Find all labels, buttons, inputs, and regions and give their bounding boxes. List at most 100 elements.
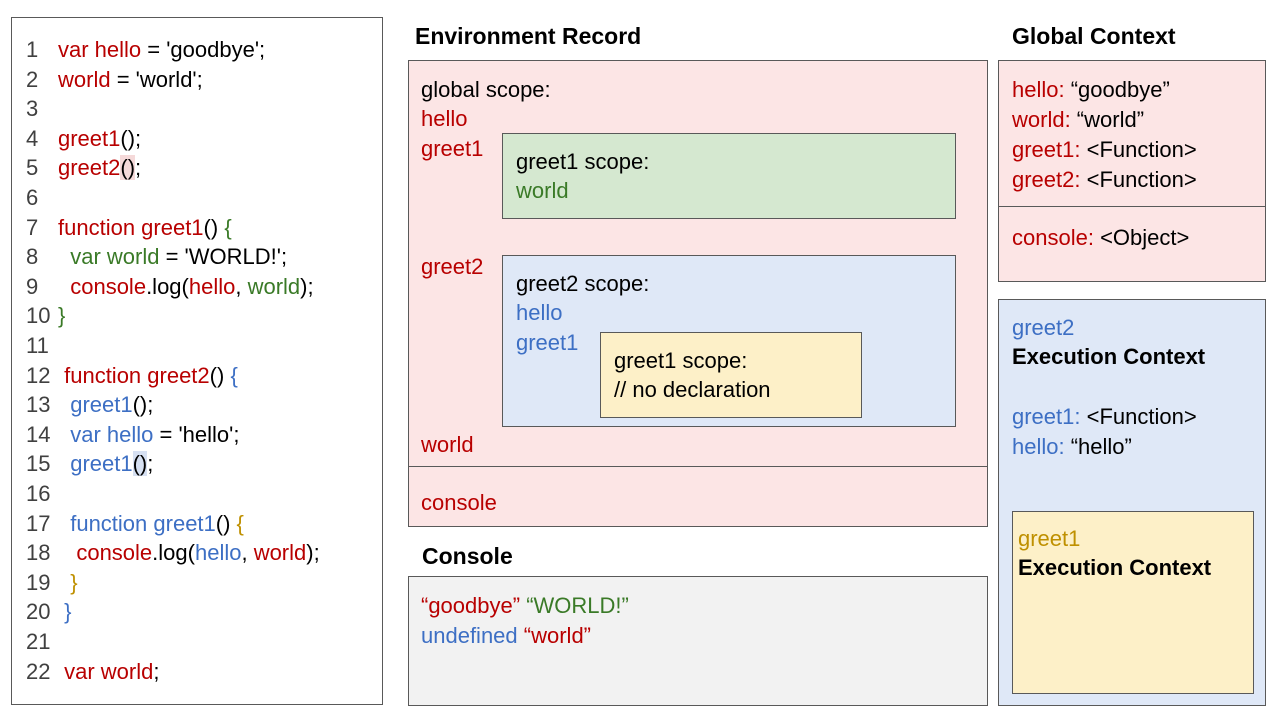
code-token: } <box>58 599 72 625</box>
line-number: 20 <box>26 599 51 625</box>
entry-value: <Function> <box>1080 137 1197 162</box>
console-token: “WORLD!” <box>526 593 629 618</box>
console-token: undefined <box>421 623 518 648</box>
entry-value: “goodbye” <box>1064 77 1170 102</box>
code-token: console <box>58 540 153 566</box>
code-token: function greet1 <box>58 214 204 240</box>
line-number: 3 <box>26 96 39 122</box>
code-token: ); <box>300 273 314 299</box>
code-token: greet2 <box>58 155 121 181</box>
line-number: 2 <box>26 66 39 92</box>
line-number: 12 <box>26 362 51 388</box>
greet2-ec-name: greet2 <box>1012 315 1075 340</box>
code-line: 18 console.log(hello, world); <box>26 538 320 568</box>
code-token: { <box>224 214 232 240</box>
inner-greet1-scope-label: greet1 scope: <box>614 348 748 373</box>
code-token: () <box>120 155 136 181</box>
entry-key: hello: <box>1012 77 1065 102</box>
code-token: greet1 <box>58 392 133 418</box>
context-entry: hello: “goodbye” <box>1012 75 1170 105</box>
code-token: var hello <box>58 421 154 447</box>
line-number: 11 <box>26 333 49 358</box>
console-heading: Console <box>422 543 513 569</box>
code-token: () <box>203 214 225 240</box>
greet2-scope-greet1: greet1 <box>516 330 579 355</box>
code-token: var world <box>58 244 160 270</box>
code-token: (); <box>132 392 154 418</box>
env-greet1: greet1 <box>421 136 484 161</box>
code-line: 14 var hello = 'hello'; <box>26 420 239 450</box>
greet2-ec-title: Execution Context <box>1012 344 1206 369</box>
code-line: 11 <box>26 331 58 361</box>
code-token: world <box>253 540 307 566</box>
env-console: console <box>421 490 497 515</box>
greet1-scope-box <box>502 133 956 219</box>
code-token: ; <box>153 658 160 684</box>
entry-value: “hello” <box>1064 434 1132 459</box>
entry-key: hello: <box>1012 434 1065 459</box>
code-token: hello <box>194 540 242 566</box>
code-token: = 'world'; <box>110 66 203 92</box>
console-token: “goodbye” <box>421 593 521 618</box>
code-token: world <box>58 66 111 92</box>
context-entry: greet1: <Function> <box>1012 402 1197 432</box>
code-token: .log( <box>152 540 195 566</box>
code-line: 15 greet1(); <box>26 449 153 479</box>
inner-greet1-scope-note: // no declaration <box>614 377 771 402</box>
code-token: var world <box>58 658 154 684</box>
code-line: 3 <box>26 94 58 124</box>
code-line: 5 greet2(); <box>26 153 141 183</box>
greet1-scope-label: greet1 scope: <box>516 149 650 174</box>
code-line: 8 var world = 'WORLD!'; <box>26 242 287 272</box>
line-number: 13 <box>26 392 51 418</box>
context-entry: greet2: <Function> <box>1012 165 1197 195</box>
code-token: = 'hello'; <box>153 421 240 447</box>
entry-value: “world” <box>1070 107 1145 132</box>
context-entry: greet1: <Function> <box>1012 135 1197 165</box>
console-output-line-1: “goodbye” “WORLD!” <box>421 591 629 621</box>
code-token: function greet1 <box>58 510 216 536</box>
global-scope-console-box <box>408 466 988 527</box>
entry-key: greet1: <box>1012 137 1081 162</box>
greet1-execution-context-box <box>1012 511 1254 694</box>
line-number: 14 <box>26 421 51 447</box>
global-context-heading: Global Context <box>1012 23 1176 49</box>
line-number: 5 <box>26 155 39 181</box>
global-scope-label: global scope: <box>421 77 551 102</box>
line-number: 16 <box>26 481 51 506</box>
code-token: var hello <box>58 37 142 62</box>
code-line: 20 } <box>26 597 71 627</box>
code-token: } <box>58 303 66 329</box>
code-token: hello <box>188 273 236 299</box>
line-number: 9 <box>26 273 39 299</box>
greet1-ec-name: greet1 <box>1018 526 1081 551</box>
env-world: world <box>421 432 474 457</box>
console-output-line-2: undefined “world” <box>421 621 591 651</box>
global-context-console-entry: console: <Object> <box>1012 223 1189 253</box>
code-line: 10} <box>26 301 65 331</box>
code-line: 22 var world; <box>26 657 159 687</box>
code-token: console <box>58 273 147 299</box>
code-token: ; <box>135 155 142 181</box>
line-number: 17 <box>26 510 51 536</box>
code-token: (); <box>120 125 142 151</box>
entry-value: <Function> <box>1080 404 1197 429</box>
code-token: , <box>235 273 248 299</box>
line-number: 6 <box>26 185 39 210</box>
line-number: 21 <box>26 629 51 654</box>
code-token: = 'WORLD!'; <box>159 244 288 270</box>
code-token: world <box>247 273 301 299</box>
code-token: .log( <box>146 273 189 299</box>
code-token: () <box>215 510 237 536</box>
code-line: 9 console.log(hello, world); <box>26 272 314 302</box>
code-line: 19 } <box>26 568 78 598</box>
code-token: = 'goodbye'; <box>141 37 266 62</box>
code-token: , <box>241 540 254 566</box>
code-token: { <box>230 362 238 388</box>
line-number: 15 <box>26 451 51 477</box>
line-number: 22 <box>26 658 51 684</box>
environment-record-heading: Environment Record <box>415 23 642 49</box>
code-line: 13 greet1(); <box>26 390 153 420</box>
